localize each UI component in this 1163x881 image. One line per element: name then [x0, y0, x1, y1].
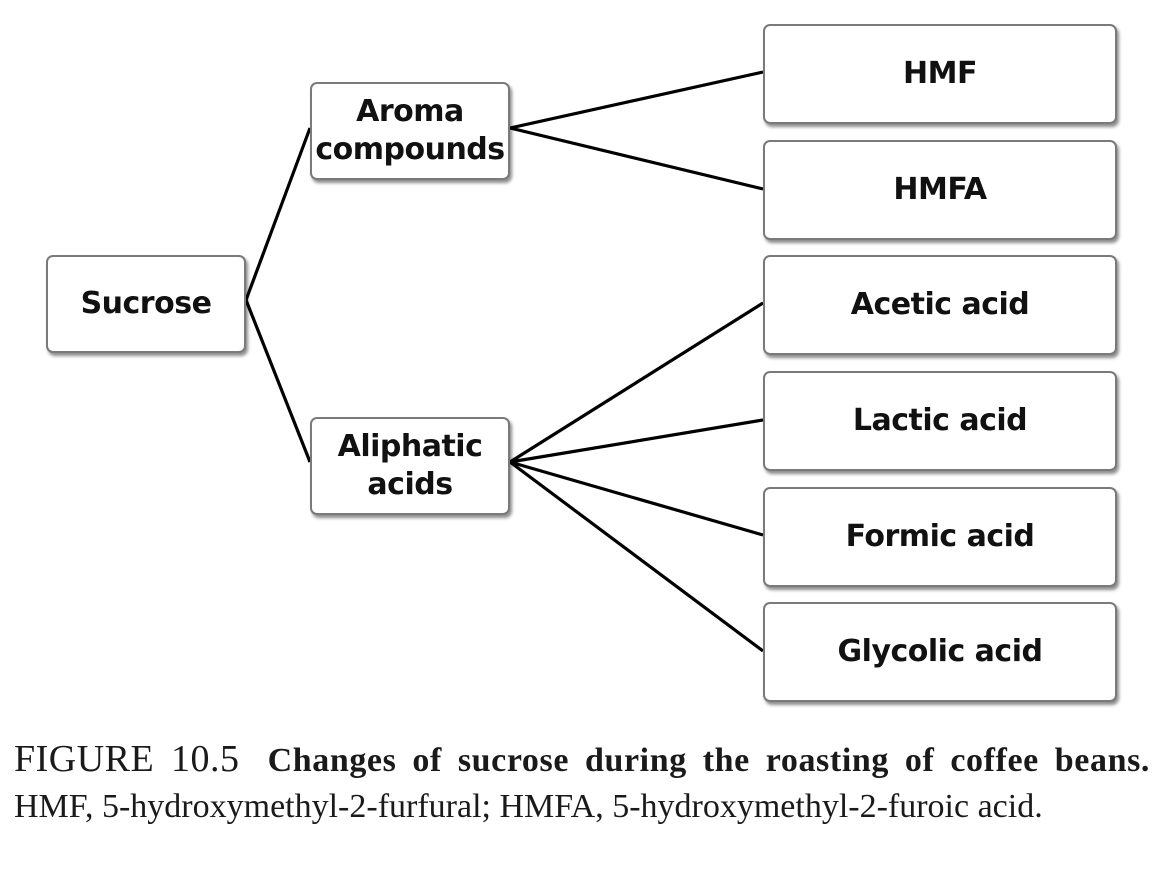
edge-aliphatic-lactic: [509, 418, 764, 464]
node-label: Acetic acid: [850, 287, 1030, 322]
edge-aliphatic-glycolic: [509, 460, 764, 653]
node-label: Glycolic acid: [837, 634, 1043, 669]
node-aroma-compounds: Aroma compounds: [310, 82, 510, 180]
node-label-line-1: Aroma: [356, 94, 464, 129]
node-hmf: HMF: [763, 24, 1117, 124]
figure-title: Changes of sucrose during the roasting o…: [267, 742, 1151, 779]
node-label: HMF: [903, 56, 977, 91]
node-label: Sucrose: [80, 286, 212, 321]
edge-aroma-hmfa: [509, 126, 764, 191]
edge-sucrose-aroma: [244, 127, 312, 301]
node-label: HMFA: [893, 172, 987, 207]
edge-aliphatic-acetic: [509, 301, 764, 464]
node-hmfa: HMFA: [763, 140, 1117, 240]
node-label-line-2: acids: [367, 467, 453, 502]
node-lactic-acid: Lactic acid: [763, 371, 1117, 471]
node-label: Formic acid: [845, 519, 1035, 554]
node-sucrose: Sucrose: [46, 255, 246, 353]
sucrose-roasting-diagram: Sucrose Aroma compounds Aliphatic acids …: [46, 24, 1117, 702]
node-aliphatic-acids: Aliphatic acids: [310, 417, 510, 515]
connector-lines: [244, 70, 764, 653]
node-formic-acid: Formic acid: [763, 487, 1117, 587]
node-label-line-1: Aliphatic: [337, 429, 483, 464]
node-acetic-acid: Acetic acid: [763, 255, 1117, 355]
node-label: Lactic acid: [852, 403, 1028, 438]
edge-aliphatic-formic: [509, 460, 764, 537]
edge-sucrose-aliphatic: [244, 299, 312, 463]
figure-label: FIGURE 10.5: [14, 738, 240, 780]
figure-caption: FIGURE 10.5 Changes of sucrose during the…: [14, 736, 1150, 830]
figure-caption-text: HMF, 5-hydroxymethyl-2-furfural; HMFA, 5…: [14, 788, 1043, 825]
node-glycolic-acid: Glycolic acid: [763, 602, 1117, 702]
node-label-line-2: compounds: [315, 132, 505, 167]
edge-aroma-hmf: [509, 70, 764, 130]
